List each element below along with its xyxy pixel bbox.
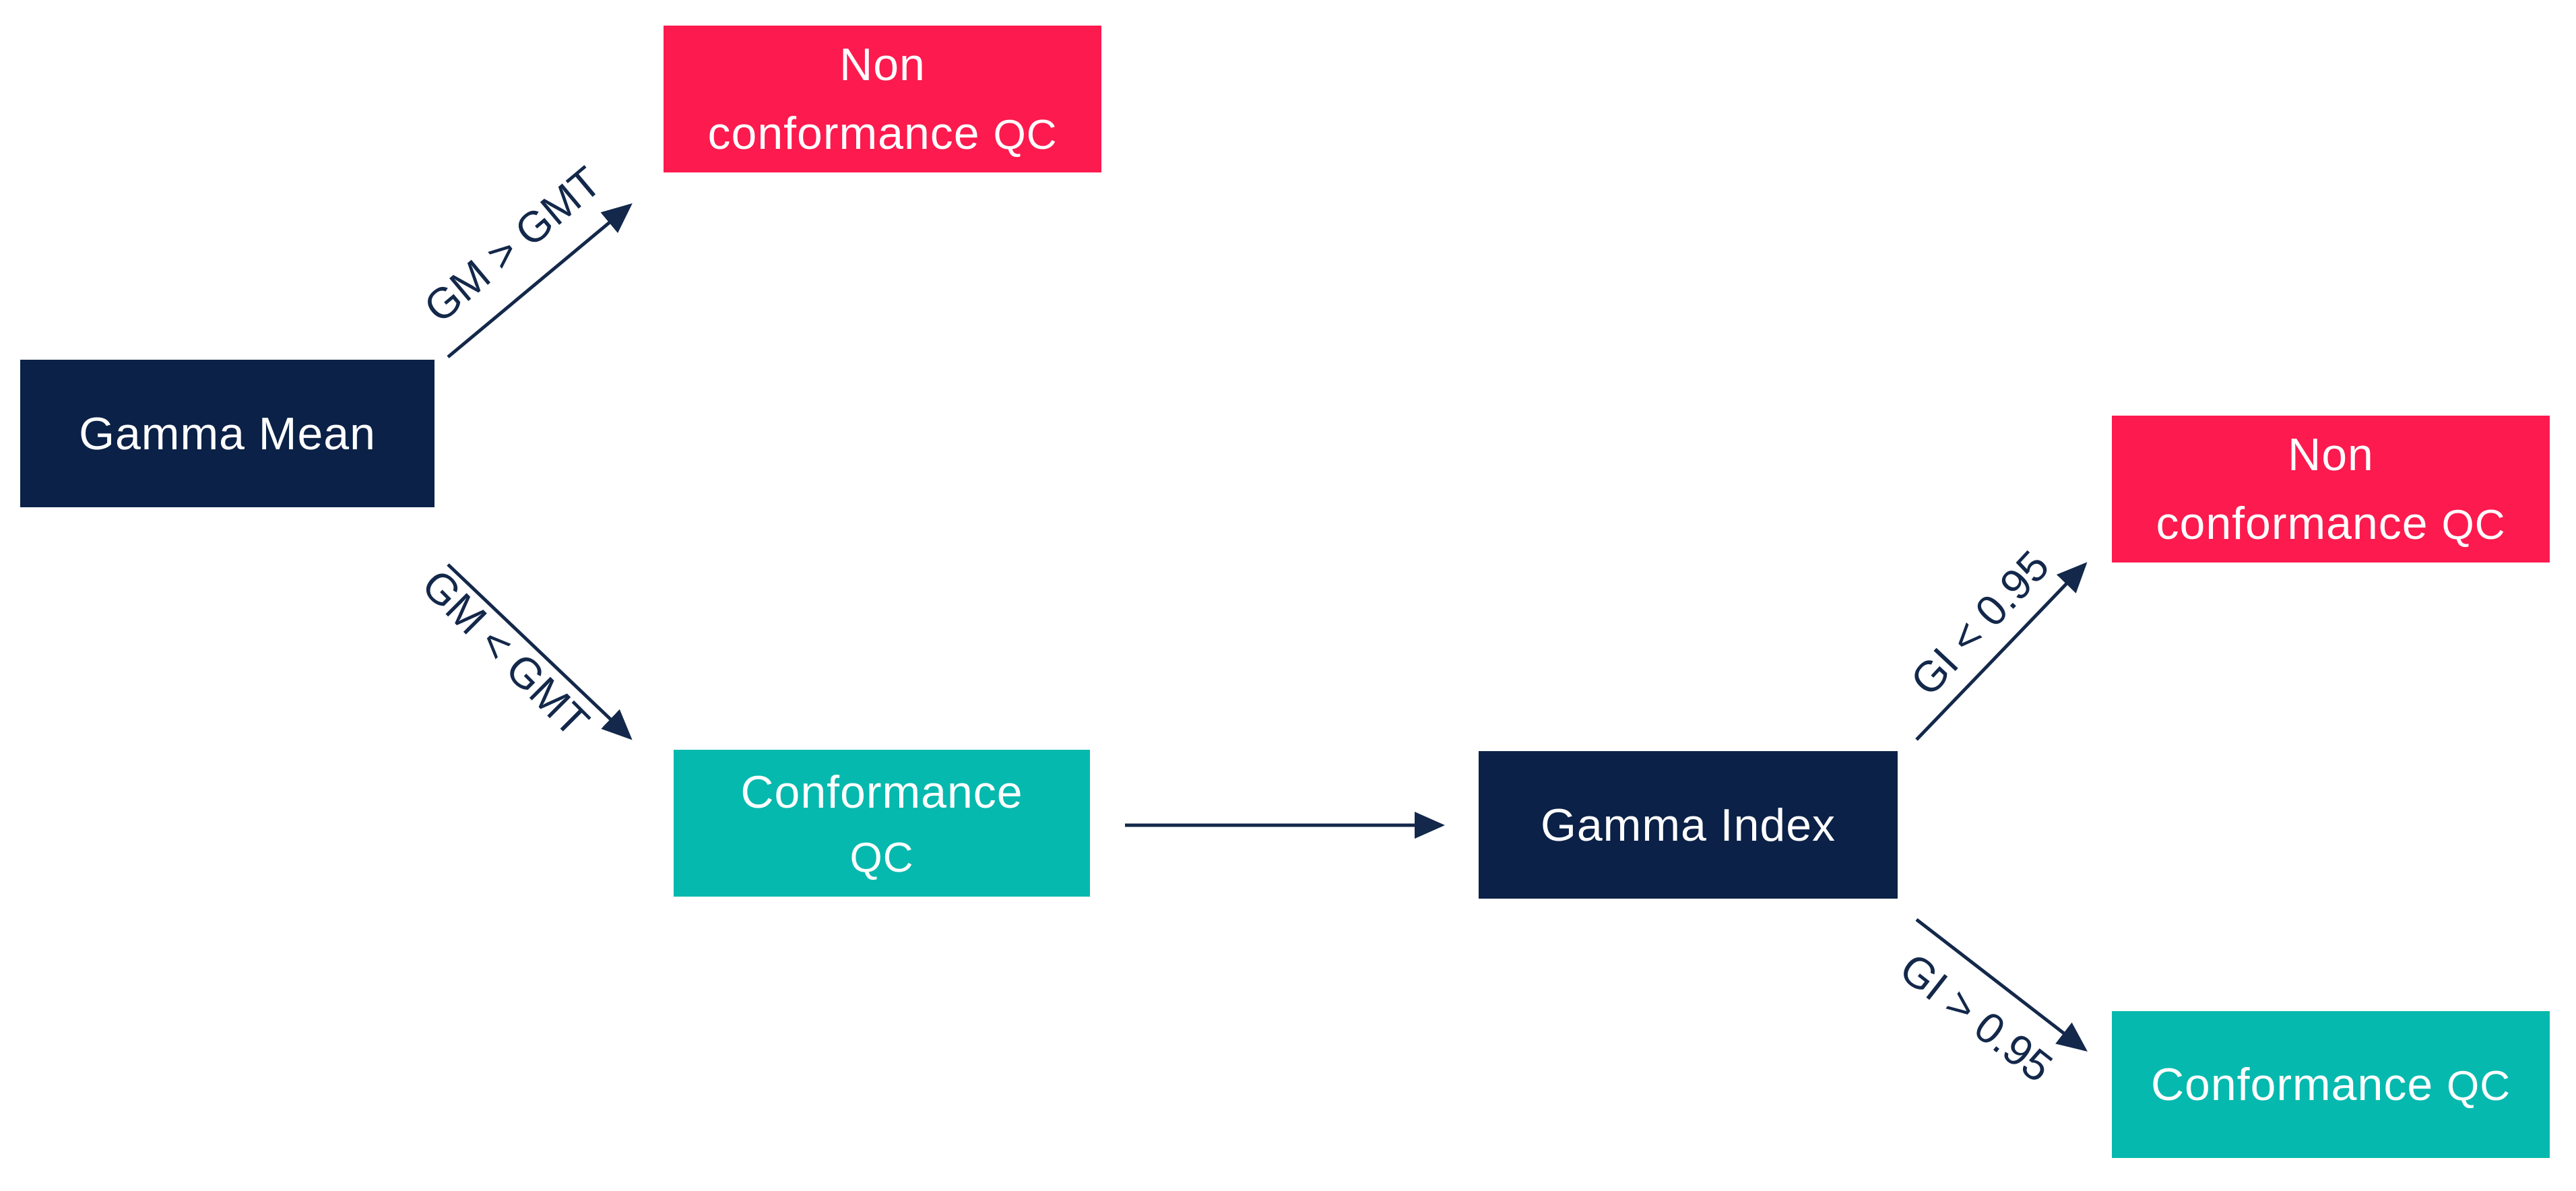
arrow-gm-to-conformance (447, 563, 633, 740)
conformance-qc-right-node: Conformance QC (2112, 1011, 2550, 1158)
conformance-qc-middle-node: Conformance QC (674, 750, 1090, 897)
gamma-mean-label: Gamma Mean (79, 408, 376, 459)
nonconformance-qc-top-node: Non conformance QC (664, 26, 1101, 172)
gamma-mean-node: Gamma Mean (20, 360, 434, 507)
nonconformance-right-line2: conformance QC (2156, 498, 2506, 549)
conformance-middle-line2: QC (849, 834, 914, 881)
nonconformance-top-line1: Non (839, 39, 926, 90)
gamma-index-node: Gamma Index (1479, 751, 1898, 899)
conformance-middle-line1: Conformance (740, 766, 1023, 818)
arrow-gi-to-conformance (1915, 918, 2088, 1052)
conformance-right-label: Conformance QC (2150, 1059, 2511, 1110)
edge-label-gm-lt-gmt: GM < GMT (413, 560, 599, 746)
gamma-index-label: Gamma Index (1540, 799, 1836, 851)
arrow-gi-to-nonconformance (1915, 562, 2088, 741)
nonconformance-top-line2: conformance QC (707, 108, 1058, 159)
edge-label-gi-lt: GI < 0.95 (1901, 542, 2058, 705)
nonconformance-qc-right-node: Non conformance QC (2112, 416, 2550, 562)
nonconformance-right-line1: Non (2288, 429, 2374, 480)
arrow-gm-to-nonconformance (447, 203, 633, 358)
